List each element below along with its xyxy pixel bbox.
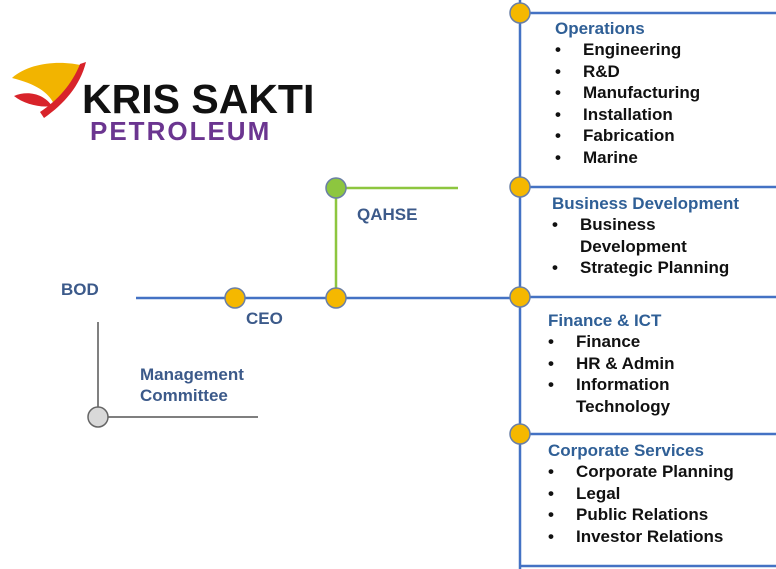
- corporate-services-list: •Corporate Planning •Legal •Public Relat…: [548, 461, 734, 547]
- ceo-node: [224, 287, 246, 309]
- qahse-node: [325, 177, 347, 199]
- corporate-services-node: [509, 423, 531, 445]
- qahse-label: QAHSE: [357, 205, 418, 224]
- logo-company-name: KRIS SAKTI: [82, 76, 315, 122]
- list-item: •Engineering: [555, 40, 682, 59]
- business-development-node: [509, 176, 531, 198]
- list-item: •Business: [552, 215, 656, 234]
- list-item-continuation: Technology: [576, 396, 671, 416]
- list-item: •Strategic Planning: [552, 258, 730, 277]
- business-development-list: •Business Development •Strategic Plannin…: [552, 214, 729, 279]
- qahse-junction-node: [325, 287, 347, 309]
- corporate-services-title: Corporate Services: [548, 441, 704, 460]
- finance-ict-node: [509, 286, 531, 308]
- list-item: •Installation: [555, 104, 673, 124]
- list-item: •Finance: [548, 332, 641, 351]
- management-node: [87, 406, 109, 428]
- business-development-title: Business Development: [552, 194, 740, 213]
- ceo-label: CEO: [246, 309, 283, 328]
- finance-ict-list: •Finance •HR & Admin •Information Techno…: [548, 331, 675, 417]
- operations-list: •Engineering •R&D •Manufacturing •Instal…: [555, 39, 700, 168]
- management-committee-label-line1: Management: [140, 365, 244, 384]
- bod-label: BOD: [61, 280, 99, 299]
- list-item: •Investor Relations: [548, 526, 724, 546]
- list-item: •R&D: [555, 61, 620, 81]
- management-committee-label-line2: Committee: [140, 386, 228, 405]
- list-item-continuation: Development: [580, 236, 687, 256]
- operations-title: Operations: [555, 19, 645, 38]
- logo-wing-icon: [12, 62, 86, 118]
- list-item: •Corporate Planning: [548, 462, 734, 481]
- list-item: •Legal: [548, 483, 621, 503]
- list-item: •Manufacturing: [555, 83, 701, 102]
- logo-company-subtitle: PETROLEUM: [90, 116, 272, 146]
- list-item: •Marine: [555, 147, 638, 167]
- list-item: •HR & Admin: [548, 353, 675, 373]
- list-item: •Public Relations: [548, 505, 709, 524]
- finance-ict-title: Finance & ICT: [548, 311, 662, 330]
- list-item: •Fabrication: [555, 126, 675, 145]
- operations-node: [509, 2, 531, 24]
- list-item: •Information: [548, 375, 670, 394]
